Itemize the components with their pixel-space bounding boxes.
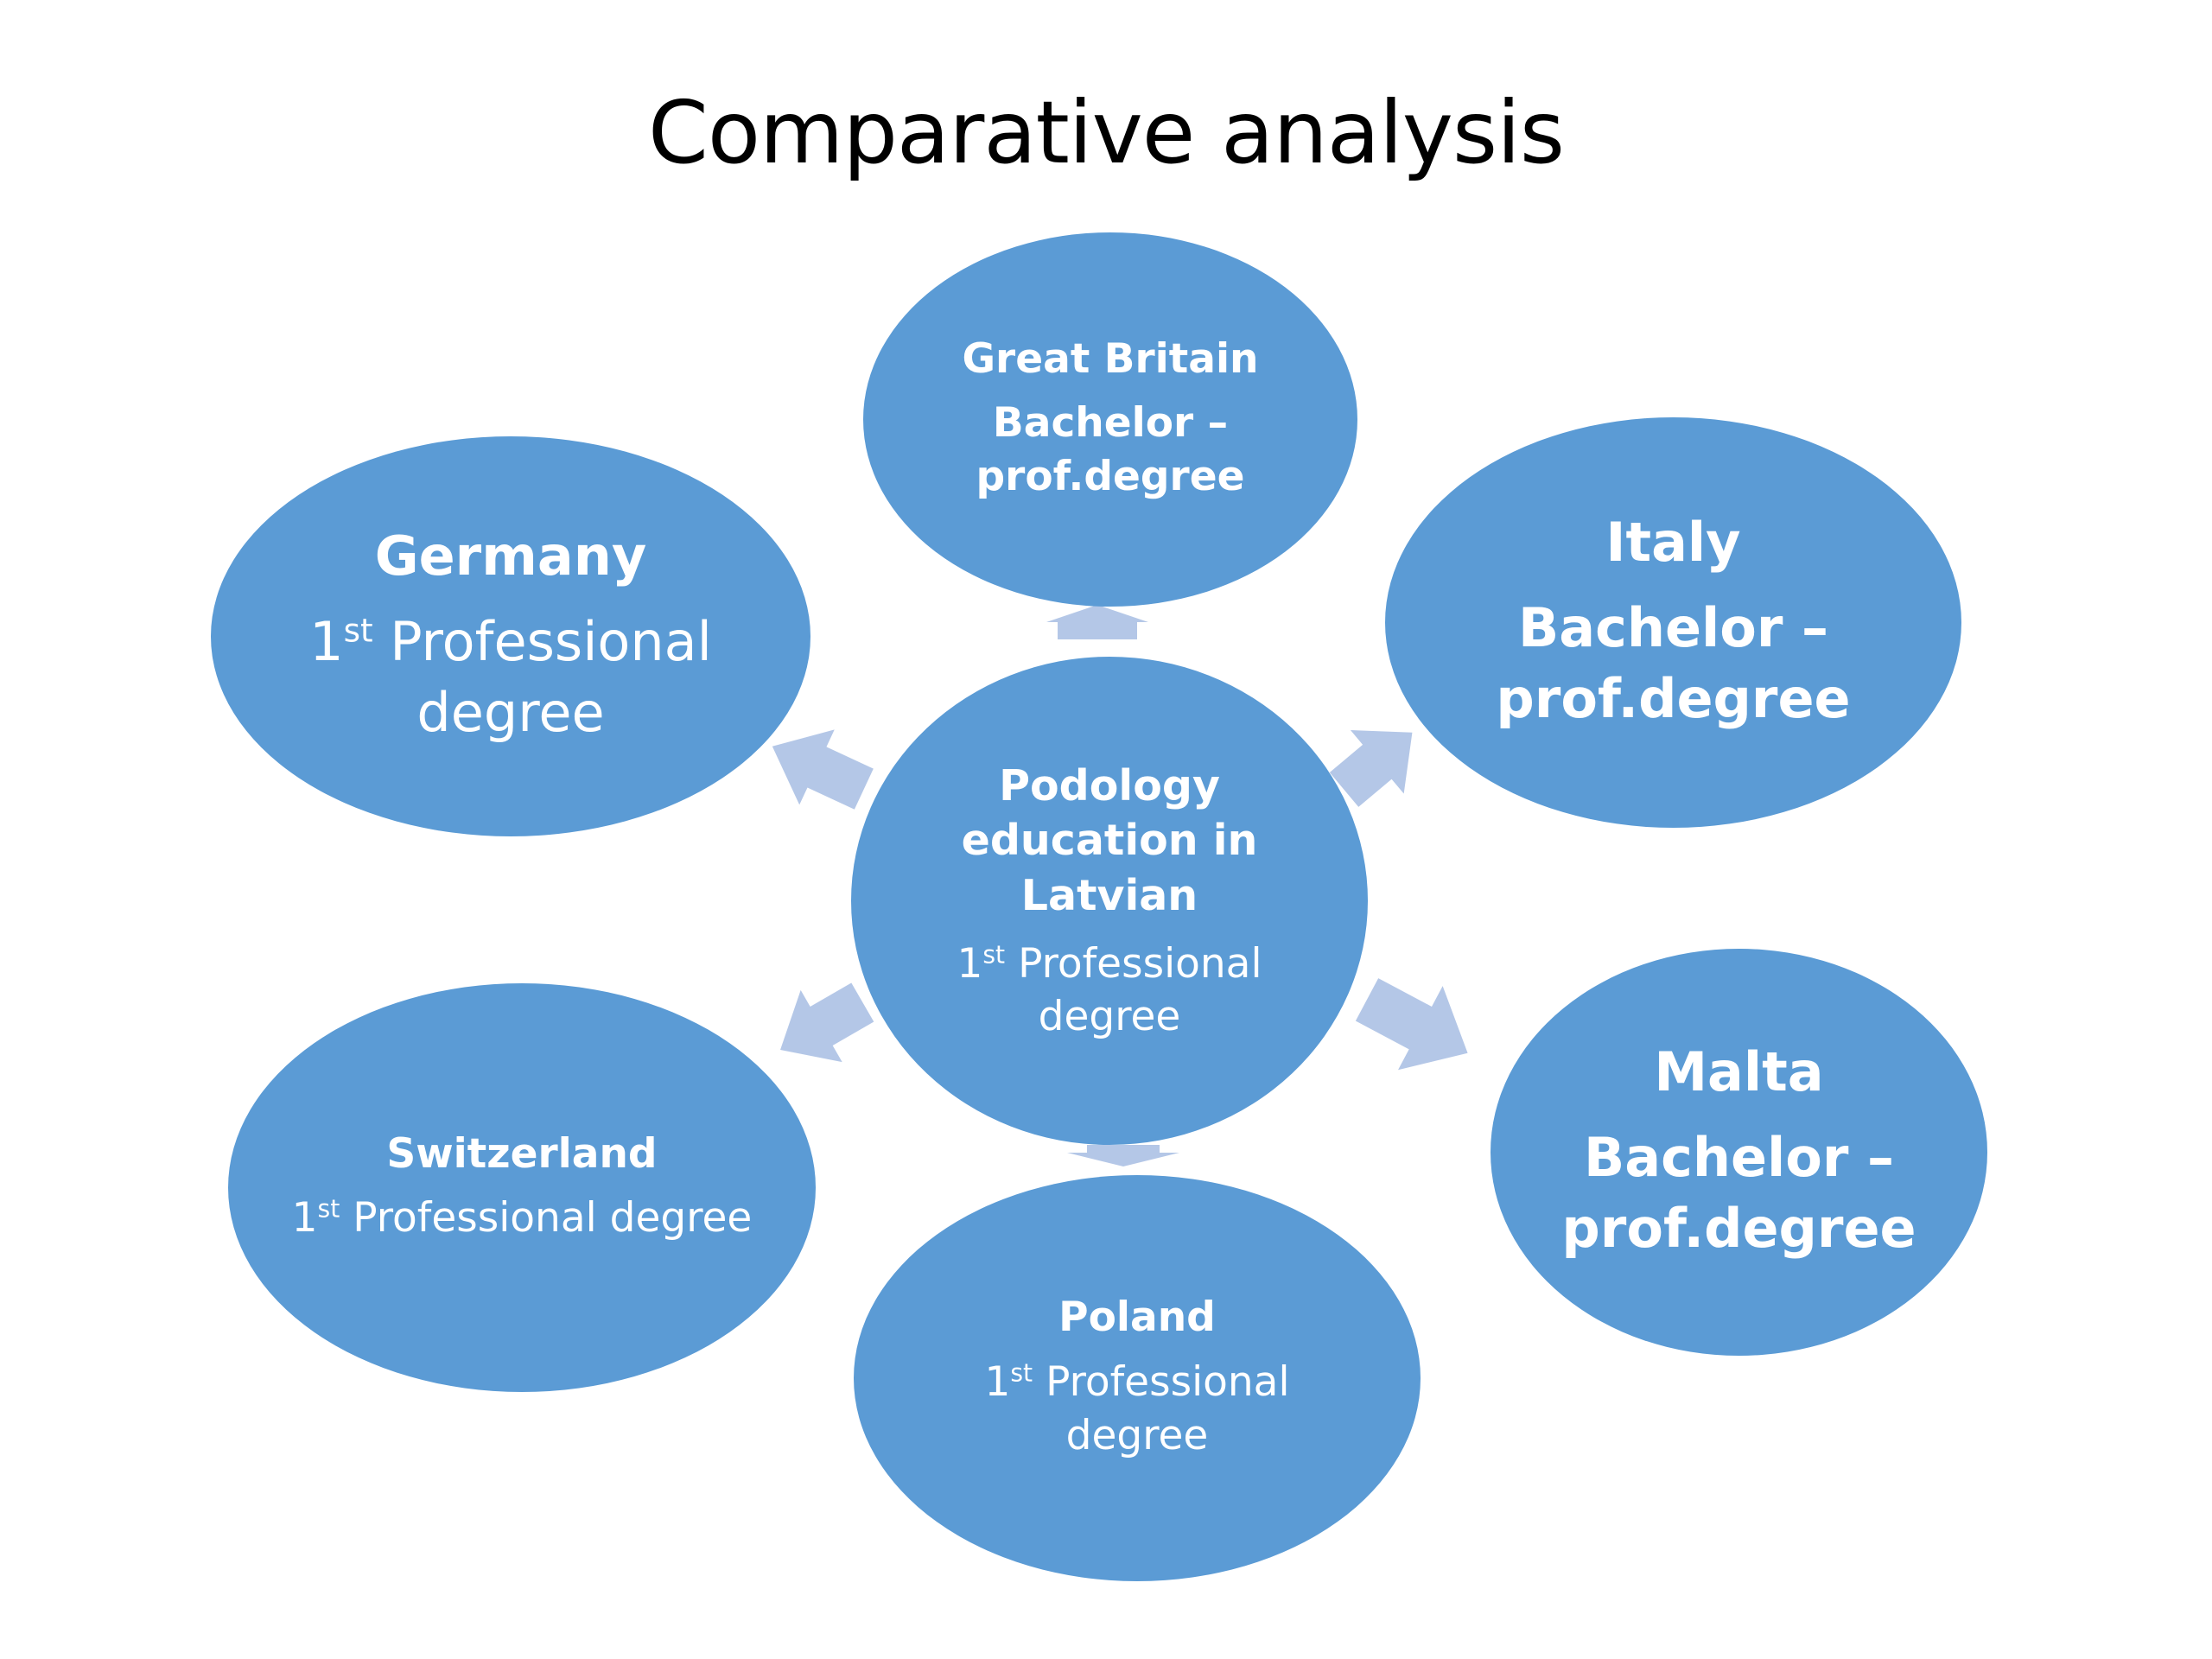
node-italy: Italy Bachelor – prof.degree [1385, 417, 1961, 828]
node-degree: 1st Professional degree [291, 1194, 753, 1243]
node-malta: Malta Bachelor – prof.degree [1491, 949, 1987, 1356]
arrow-to-italy [1329, 730, 1413, 807]
arrow-to-malta [1355, 978, 1468, 1071]
node-country: Malta [1654, 1040, 1824, 1104]
node-degree: Bachelor – prof.degree [976, 399, 1245, 501]
node-country: Italy [1605, 511, 1741, 575]
node-great-britain: Great Britain Bachelor – prof.degree [863, 232, 1357, 607]
node-degree: Bachelor – prof.degree [1496, 596, 1851, 730]
node-degree: Bachelor – prof.degree [1561, 1126, 1916, 1260]
arrow-to-switzerland [780, 982, 874, 1063]
arrow-to-germany [772, 729, 874, 810]
node-country: Germany [374, 524, 647, 588]
arrow-to-great-britain [1046, 605, 1148, 639]
node-switzerland: Switzerland 1st Professional degree [228, 983, 816, 1392]
node-country: Great Britain [962, 334, 1259, 383]
node-country: Switzerland [386, 1129, 658, 1178]
node-degree: 1st Professional degree [957, 940, 1262, 1041]
node-poland: Poland 1st Professional degree [854, 1175, 1421, 1581]
node-degree: 1st Professional degree [984, 1357, 1290, 1459]
node-degree: 1st Professional degree [309, 610, 712, 744]
node-country: Podology education in Latvian [961, 760, 1258, 921]
node-country: Poland [1058, 1294, 1216, 1342]
node-center-latvia: Podology education in Latvian 1st Profes… [851, 657, 1368, 1145]
node-germany: Germany 1st Professional degree [211, 436, 810, 836]
arrow-to-poland [1067, 1145, 1179, 1166]
slide-title: Comparative analysis [648, 82, 1565, 183]
